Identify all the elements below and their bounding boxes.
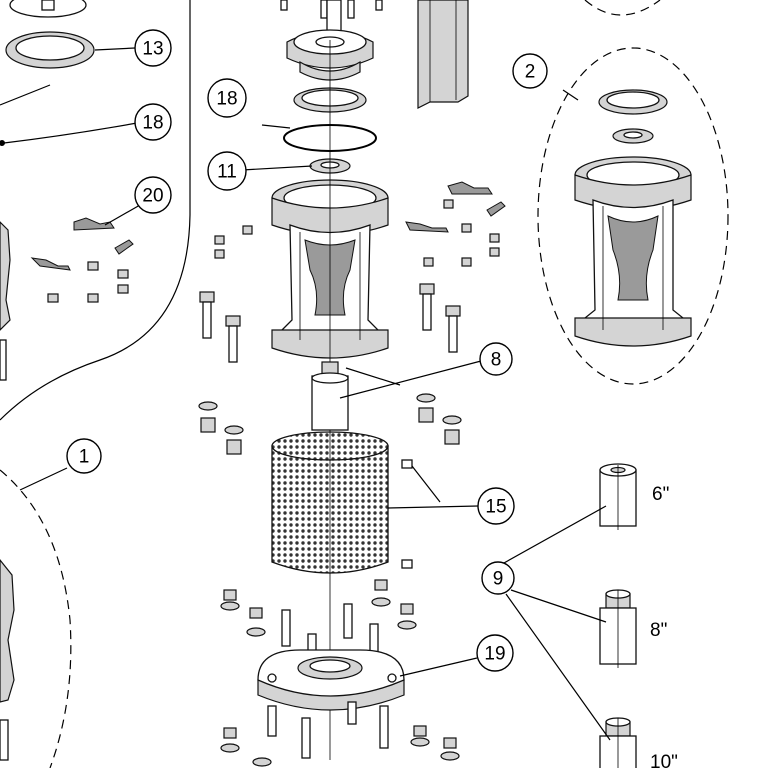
callout-13: 13	[134, 29, 172, 67]
callout-15: 15	[477, 487, 515, 525]
callout-9-label: 9	[493, 569, 504, 590]
main-fasteners	[199, 181, 506, 363]
callout-20: 20	[134, 176, 172, 214]
spacer-10in	[599, 717, 637, 768]
callout-19-label: 19	[484, 644, 505, 665]
callout-15-label: 15	[485, 497, 506, 518]
callout-13-label: 13	[142, 39, 163, 60]
coupling-fasteners	[198, 393, 462, 455]
left-panel-parts	[0, 0, 141, 761]
mesh-screen-part-15	[271, 430, 413, 760]
callout-19: 19	[476, 634, 514, 672]
callout-18-center-label: 18	[216, 89, 237, 110]
spacer-8in	[599, 589, 637, 668]
callout-1-label: 1	[79, 447, 90, 468]
pipe-section	[417, 0, 469, 109]
callout-2-label: 2	[525, 62, 536, 83]
leader-lines	[19, 89, 611, 741]
callout-2: 2	[512, 53, 548, 89]
size-label-8in: 8"	[650, 620, 667, 641]
callout-9: 9	[481, 561, 515, 595]
callout-1: 1	[66, 438, 102, 474]
size-label-10in: 10"	[650, 752, 678, 768]
base-plate-part-19	[220, 649, 460, 767]
spacer-6in	[599, 463, 637, 530]
detail-2-ellipse	[537, 47, 729, 385]
left-panel-boundary	[0, 0, 191, 421]
callout-11: 11	[207, 151, 247, 191]
detail-2-housing	[574, 89, 692, 347]
callout-18-left-label: 18	[142, 113, 163, 134]
callout-20-label: 20	[142, 186, 163, 207]
pump-housing	[271, 179, 389, 380]
callout-8: 8	[479, 342, 513, 376]
callout-8-label: 8	[491, 350, 502, 371]
callout-11-label: 11	[217, 162, 237, 183]
detail-2-boundary	[584, 0, 661, 16]
callout-18-left: 18	[134, 103, 172, 141]
size-label-6in: 6"	[652, 484, 669, 505]
callout-18-center: 18	[207, 78, 247, 118]
detail-1-boundary	[0, 469, 72, 768]
coupling-part-8	[311, 361, 349, 431]
top-shaft-assembly	[280, 0, 383, 180]
